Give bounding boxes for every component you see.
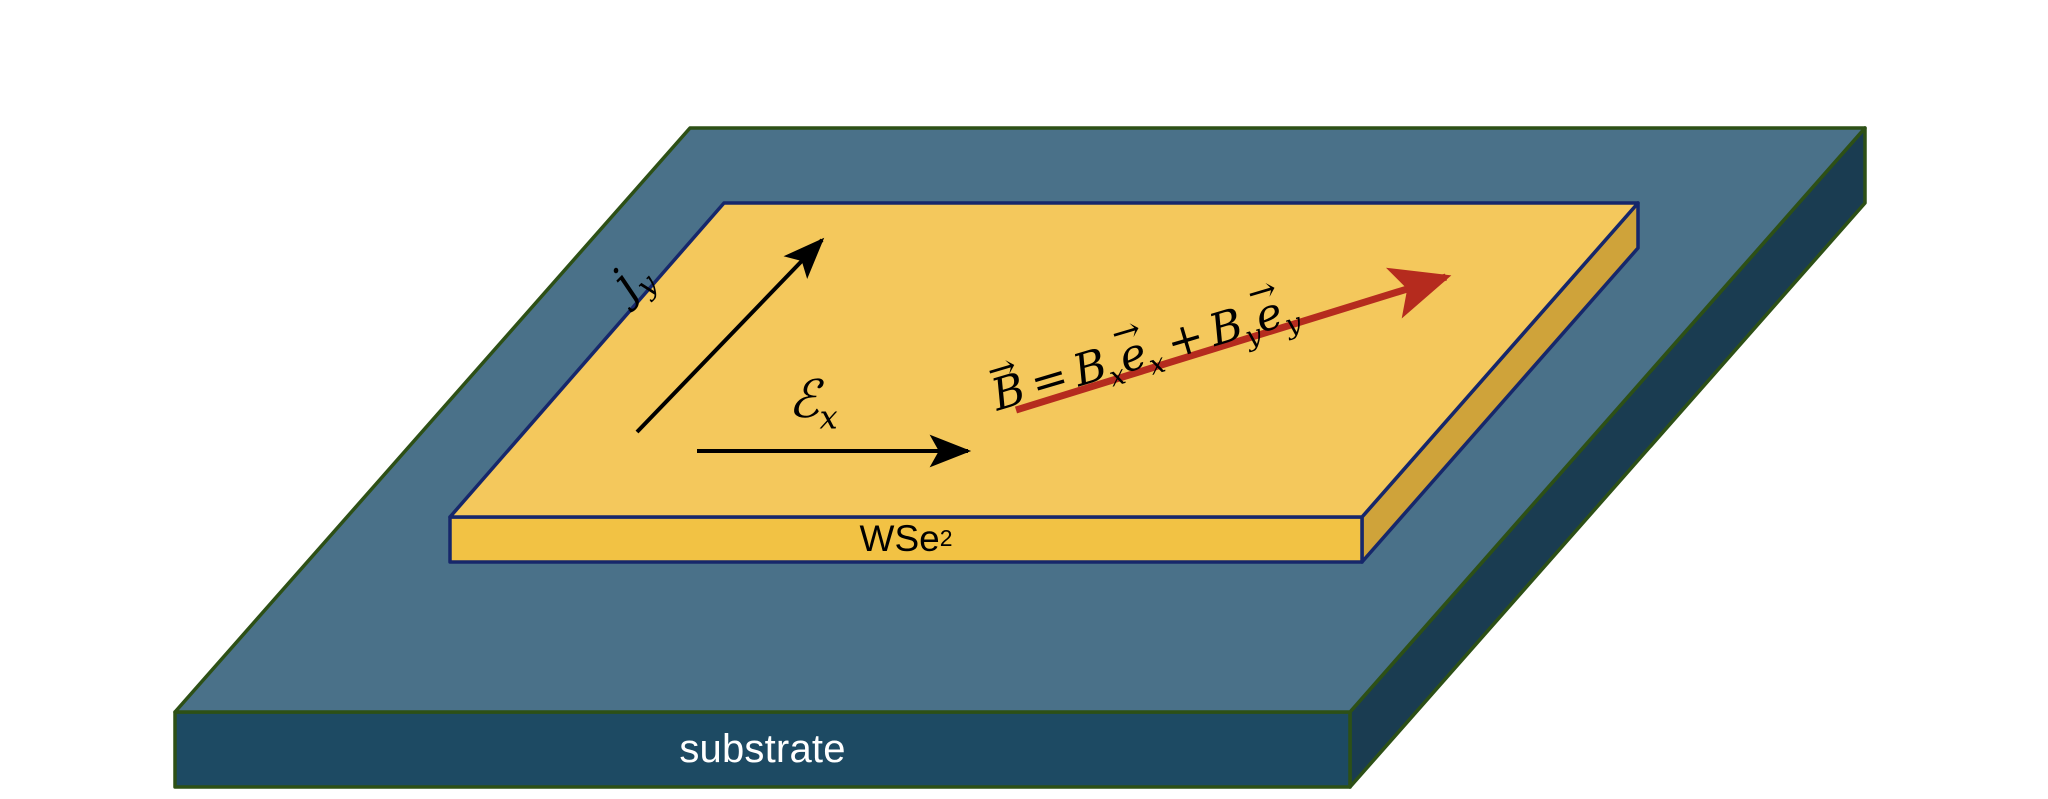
electric-field-symbol: ℰ	[788, 370, 820, 430]
substrate-label: substrate	[175, 712, 1350, 787]
magnetic-field-plus: +	[1160, 310, 1211, 370]
electric-field-subscript: x	[819, 398, 838, 437]
wse2-label-base: WSe	[859, 517, 940, 559]
substrate-label-text: substrate	[679, 727, 846, 771]
wse2-slab	[448, 201, 1640, 564]
current-density-arrow	[635, 237, 825, 434]
magnetic-field-equals: =	[1024, 350, 1075, 410]
wse2-label-subscript: 2	[939, 525, 953, 551]
magnetic-field-arrow	[1014, 267, 1452, 414]
wse2-top-face	[448, 201, 1640, 519]
electric-field-label: ℰx	[788, 370, 838, 436]
